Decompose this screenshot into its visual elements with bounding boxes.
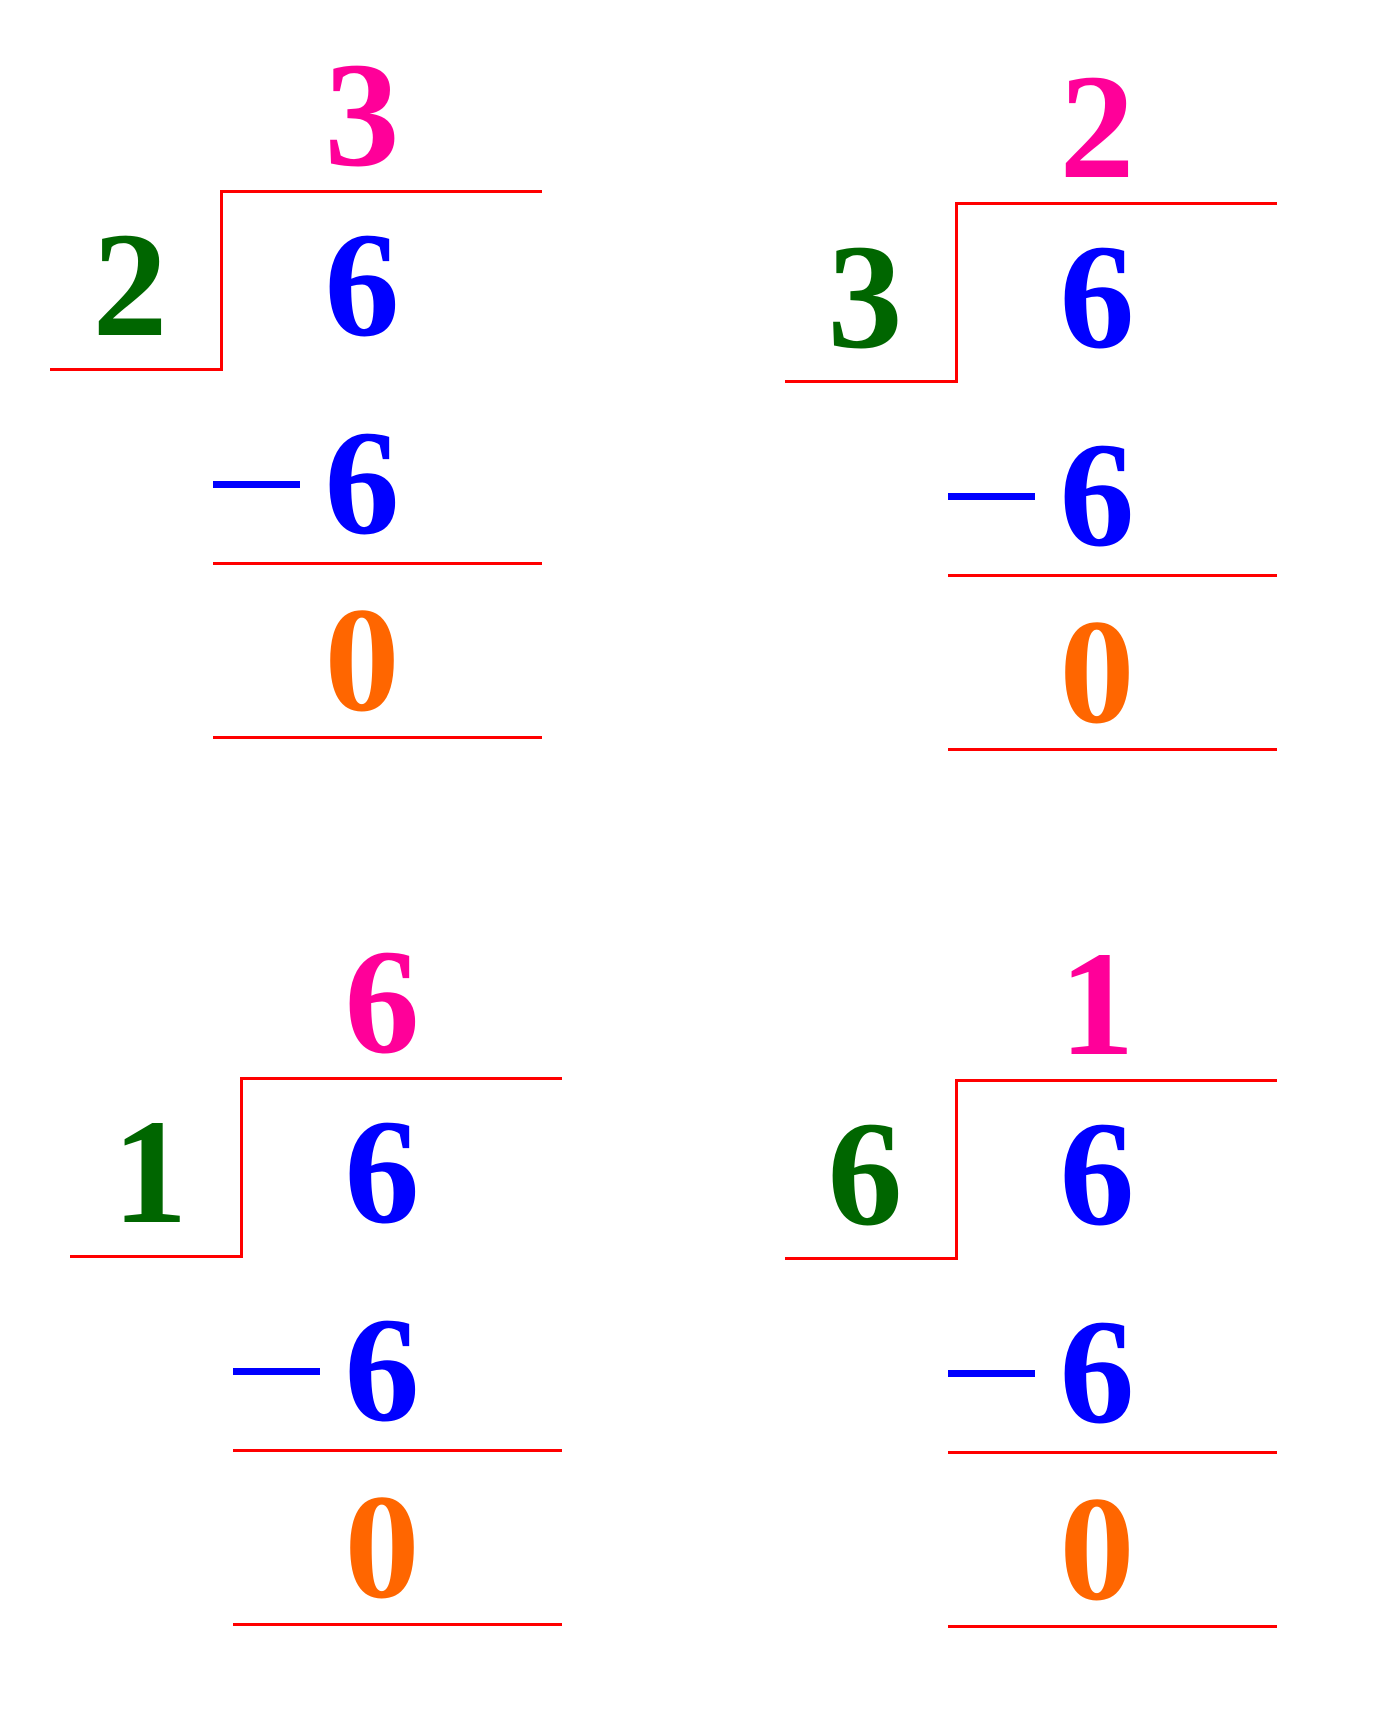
division-bar-bottom	[70, 1255, 243, 1258]
division-problem-1: 3 2 6 6 0	[40, 20, 560, 820]
remainder-line	[948, 748, 1277, 751]
quotient: 2	[1059, 44, 1135, 210]
dividend: 6	[344, 1089, 420, 1255]
minus-sign	[948, 493, 1035, 500]
subtraction-line	[948, 1451, 1277, 1454]
subtrahend: 6	[344, 1287, 420, 1453]
divisor: 3	[827, 214, 903, 380]
remainder: 0	[324, 577, 400, 743]
dividend: 6	[1059, 214, 1135, 380]
remainder-line	[213, 736, 542, 739]
minus-sign	[213, 481, 300, 488]
division-bar-top	[240, 1077, 562, 1080]
division-bracket	[220, 190, 223, 370]
division-bracket	[240, 1077, 243, 1257]
division-bar-bottom	[785, 1257, 958, 1260]
divisor: 2	[92, 202, 168, 368]
dividend: 6	[1059, 1091, 1135, 1257]
division-bar-bottom	[50, 368, 223, 371]
division-bar-bottom	[785, 380, 958, 383]
quotient: 6	[344, 919, 420, 1085]
minus-sign	[233, 1368, 320, 1375]
division-bracket	[955, 202, 958, 382]
remainder-line	[948, 1625, 1277, 1628]
minus-sign	[948, 1370, 1035, 1377]
remainder-line	[233, 1623, 562, 1626]
remainder: 0	[344, 1464, 420, 1630]
subtrahend: 6	[1059, 1289, 1135, 1455]
quotient: 3	[324, 32, 400, 198]
subtraction-line	[213, 562, 542, 565]
division-problem-3: 6 1 6 6 0	[60, 907, 580, 1707]
remainder: 0	[1059, 589, 1135, 755]
division-bar-top	[955, 202, 1277, 205]
division-bracket	[955, 1079, 958, 1259]
division-problem-4: 1 6 6 6 0	[775, 909, 1295, 1709]
remainder: 0	[1059, 1466, 1135, 1632]
divisor: 6	[827, 1091, 903, 1257]
division-bar-top	[955, 1079, 1277, 1082]
dividend: 6	[324, 202, 400, 368]
subtraction-line	[233, 1449, 562, 1452]
divisor: 1	[112, 1089, 188, 1255]
quotient: 1	[1059, 921, 1135, 1087]
subtrahend: 6	[324, 400, 400, 566]
subtrahend: 6	[1059, 412, 1135, 578]
division-problem-2: 2 3 6 6 0	[775, 32, 1295, 832]
division-bar-top	[220, 190, 542, 193]
subtraction-line	[948, 574, 1277, 577]
